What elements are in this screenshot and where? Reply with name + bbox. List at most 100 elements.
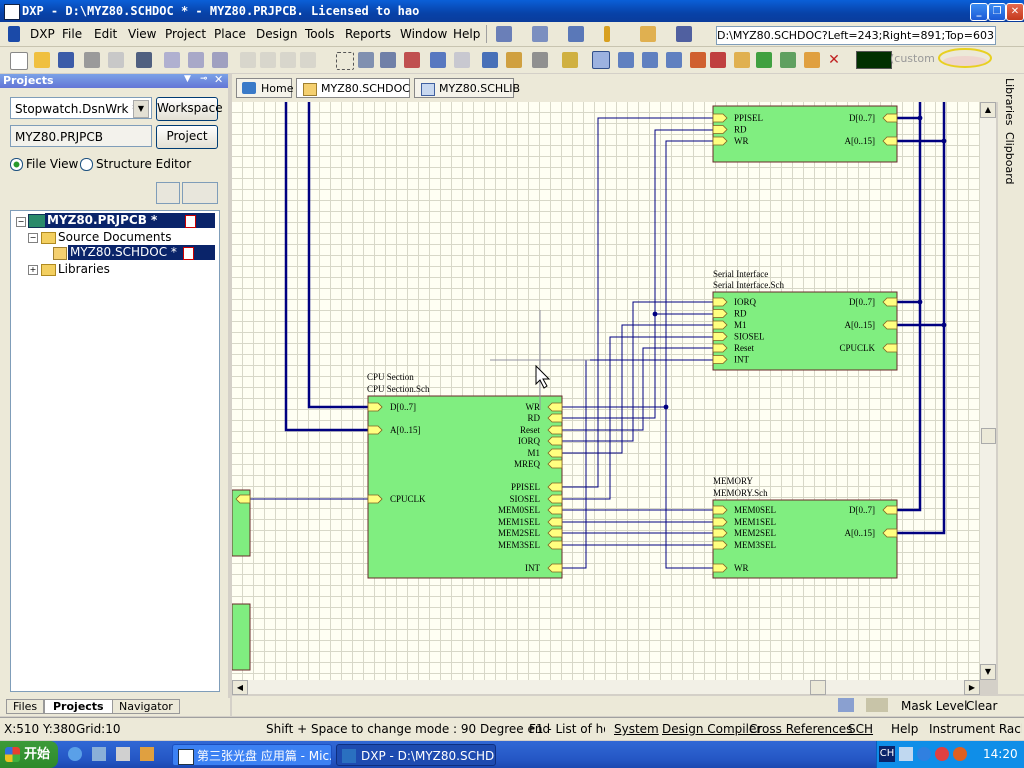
- instrument-racks-button[interactable]: Instrument Racks: [929, 722, 1022, 736]
- hierarchy-icon[interactable]: [482, 52, 498, 68]
- tab-myz80-schlib[interactable]: MYZ80.SCHLIB: [414, 78, 520, 98]
- clipboard-panel-tab[interactable]: Clipboard: [1003, 132, 1016, 185]
- menu-help[interactable]: Help: [453, 27, 481, 41]
- redo-icon[interactable]: [454, 52, 470, 68]
- task-word[interactable]: 第三张光盘 应用篇 - Mic...: [172, 744, 332, 766]
- power-port-icon[interactable]: [604, 26, 610, 42]
- cross-references-button[interactable]: Cross References: [749, 722, 853, 736]
- tab-home[interactable]: Home: [236, 78, 293, 98]
- filter-icon[interactable]: [866, 698, 888, 712]
- net-label-icon[interactable]: [666, 52, 682, 68]
- structure-editor-radio[interactable]: [80, 158, 93, 171]
- vcc-port-icon[interactable]: [710, 52, 726, 68]
- bus-entry-icon[interactable]: [642, 52, 658, 68]
- scroll-down-arrow-icon[interactable]: ▼: [980, 664, 996, 680]
- pencil-icon[interactable]: [838, 698, 854, 712]
- tab-projects[interactable]: Projects: [44, 699, 113, 714]
- menu-reports[interactable]: Reports: [345, 27, 392, 41]
- grid-icon[interactable]: [676, 26, 692, 42]
- help-icon[interactable]: [562, 52, 578, 68]
- start-button[interactable]: 开始: [0, 741, 58, 768]
- zoom-selected-icon[interactable]: [212, 52, 228, 68]
- sch-panel-button[interactable]: SCH: [848, 722, 874, 736]
- place-port-icon[interactable]: [804, 52, 820, 68]
- select-area-icon[interactable]: [336, 52, 354, 70]
- place-part-icon[interactable]: [734, 52, 750, 68]
- collapse-icon[interactable]: −: [16, 217, 26, 227]
- save-icon[interactable]: [58, 52, 74, 68]
- zoom-area-icon[interactable]: [188, 52, 204, 68]
- outlook-icon[interactable]: [92, 747, 106, 761]
- tab-navigator[interactable]: Navigator: [112, 699, 180, 714]
- rubber-stamp-icon[interactable]: [300, 52, 316, 68]
- project-options-icon[interactable]: [182, 182, 218, 204]
- tab-files[interactable]: Files: [6, 699, 45, 714]
- antivirus-icon[interactable]: [935, 747, 949, 761]
- menu-design[interactable]: Design: [256, 27, 298, 41]
- workspace-select[interactable]: Stopwatch.DsnWrk * ▼: [10, 97, 152, 119]
- place-bus-icon[interactable]: [618, 52, 634, 68]
- compile-icon[interactable]: [156, 182, 180, 204]
- media-icon[interactable]: [953, 747, 967, 761]
- network-icon[interactable]: [917, 747, 931, 761]
- menu-tools[interactable]: Tools: [305, 27, 335, 41]
- new-icon[interactable]: [10, 52, 28, 70]
- move-selection-icon[interactable]: [380, 52, 396, 68]
- clear-button[interactable]: Clear: [966, 699, 998, 713]
- minimize-button[interactable]: _: [970, 3, 988, 21]
- collapse-icon[interactable]: −: [28, 233, 38, 243]
- menu-dxp[interactable]: DXP: [30, 27, 55, 41]
- open-project-icon[interactable]: [136, 52, 152, 68]
- expand-icon[interactable]: +: [28, 265, 38, 275]
- print-preview-icon[interactable]: [108, 52, 124, 68]
- bus-tool-icon[interactable]: [532, 26, 548, 42]
- menu-view[interactable]: View: [128, 27, 157, 41]
- copy-icon[interactable]: [260, 52, 276, 68]
- close-button[interactable]: ✕: [1006, 3, 1024, 21]
- sheet-entry-icon[interactable]: [780, 52, 796, 68]
- horizontal-scroll-thumb[interactable]: [810, 680, 826, 695]
- move-icon[interactable]: [358, 52, 374, 68]
- gnd-port-icon[interactable]: [690, 52, 706, 68]
- vertical-scroll-thumb[interactable]: [981, 428, 996, 444]
- wire-tool-icon[interactable]: [496, 26, 512, 42]
- undo-icon[interactable]: [430, 52, 446, 68]
- tree-item-schematic[interactable]: MYZ80.SCHDOC *: [68, 245, 215, 260]
- system-panel-button[interactable]: System: [614, 722, 659, 736]
- zoom-fit-icon[interactable]: [164, 52, 180, 68]
- help-panel-button[interactable]: Help: [891, 722, 919, 736]
- scroll-right-arrow-icon[interactable]: ▶: [964, 680, 980, 695]
- open-icon[interactable]: [34, 52, 50, 68]
- ground-icon[interactable]: [568, 26, 584, 42]
- paste-icon[interactable]: [280, 52, 296, 68]
- color-label[interactable]: (custom: [890, 52, 935, 65]
- panel-close-icon[interactable]: ✕: [214, 73, 224, 86]
- design-compiler-button[interactable]: Design Compiler: [662, 722, 762, 736]
- no-erc-icon[interactable]: ✕: [828, 52, 840, 68]
- workspace-button[interactable]: Workspace: [156, 97, 223, 121]
- tree-item-project[interactable]: MYZ80.PRJPCB *: [45, 213, 215, 228]
- keyboard-icon[interactable]: [899, 747, 913, 761]
- cut-icon[interactable]: [240, 52, 256, 68]
- menu-window[interactable]: Window: [400, 27, 448, 41]
- menu-edit[interactable]: Edit: [94, 27, 118, 41]
- libraries-panel-tab[interactable]: Libraries: [1003, 78, 1016, 126]
- print-icon[interactable]: [84, 52, 100, 68]
- horizontal-scrollbar[interactable]: ◀ ▶: [232, 680, 980, 695]
- part-icon[interactable]: [640, 26, 656, 42]
- chevron-down-icon[interactable]: ▼: [133, 100, 149, 118]
- scroll-up-arrow-icon[interactable]: ▲: [980, 102, 996, 118]
- desktop-icon[interactable]: [116, 747, 130, 761]
- ime-indicator[interactable]: CH: [879, 746, 895, 762]
- browse-library-icon[interactable]: [532, 52, 548, 68]
- menu-place[interactable]: Place: [214, 27, 246, 41]
- quicklaunch-icon[interactable]: [140, 747, 154, 761]
- mask-level-button[interactable]: Mask Level: [901, 699, 968, 713]
- vertical-scrollbar[interactable]: ▲ ▼: [980, 102, 996, 680]
- cross-probe-icon[interactable]: [506, 52, 522, 68]
- file-view-radio[interactable]: [10, 158, 23, 171]
- ie-icon[interactable]: [68, 747, 82, 761]
- deselect-icon[interactable]: [404, 52, 420, 68]
